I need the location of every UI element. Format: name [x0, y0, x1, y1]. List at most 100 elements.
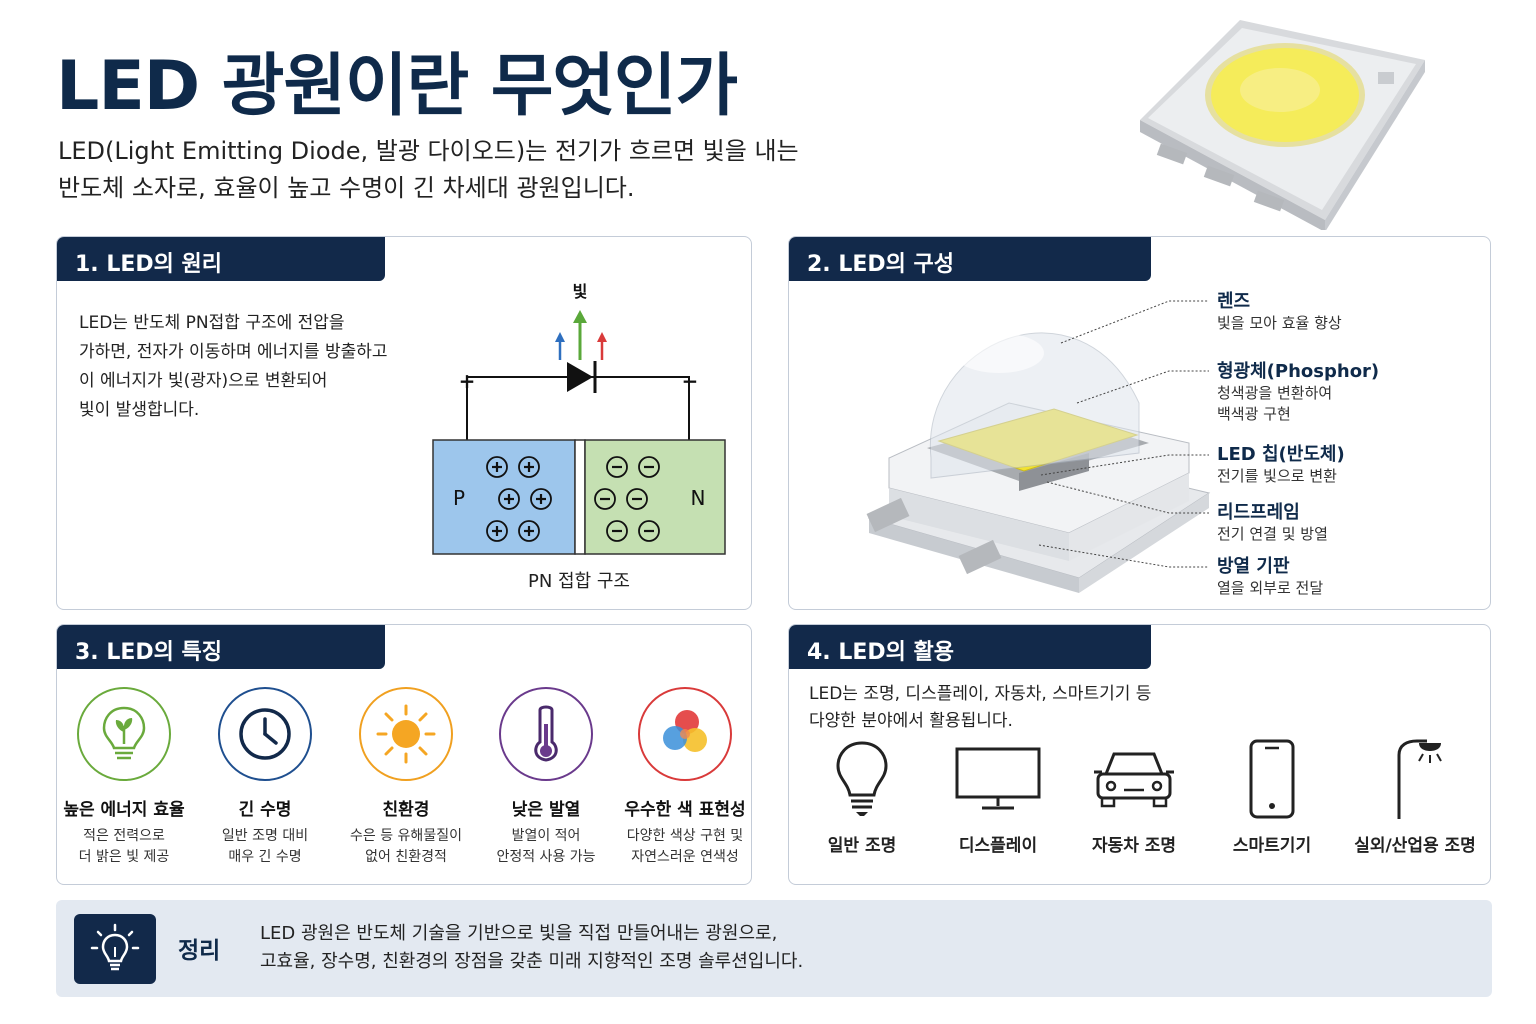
- feature-desc: 다양한 색상 구현 및 자연스러운 연색성: [615, 826, 751, 868]
- feature-title: 우수한 색 표현성: [624, 800, 746, 820]
- principle-text-line: 빛이 발생합니다.: [79, 400, 200, 420]
- structure-heading: 2. LED의 구성: [789, 237, 1151, 281]
- principle-heading: 1. LED의 원리: [57, 237, 385, 281]
- component-desc: 백색광 구현: [1217, 405, 1291, 423]
- app-automotive: 자동차 조명: [1069, 737, 1199, 856]
- summary-badge: [74, 914, 156, 984]
- smartphone-icon: [1249, 739, 1295, 819]
- app-display: 디스플레이: [933, 737, 1063, 856]
- app-general-lighting: 일반 조명: [797, 737, 927, 856]
- component-led-chip: LED 칩(반도체) 전기를 빛으로 변환: [1217, 440, 1345, 487]
- monitor-icon: [955, 747, 1041, 810]
- feature-lifespan: 긴 수명 일반 조명 대비 매우 긴 수명: [195, 687, 335, 868]
- features-heading: 3. LED의 특징: [57, 625, 385, 669]
- electron-minus-icon: [626, 488, 648, 510]
- street-light-icon: [1397, 739, 1442, 819]
- leader-lines: [1038, 300, 1209, 568]
- intro-line-2: 반도체 소자로, 효율이 높고 수명이 긴 차세대 광원입니다.: [58, 174, 635, 202]
- electron-minus-icon: [606, 520, 628, 542]
- electron-symbols: [594, 456, 660, 542]
- component-desc: 열을 외부로 전달: [1217, 579, 1324, 597]
- intro-line-1: LED(Light Emitting Diode, 발광 다이오드)는 전기가 …: [58, 137, 799, 165]
- principle-text-line: 이 에너지가 빛(광자)으로 변환되어: [79, 371, 328, 391]
- principle-text-line: 가하면, 전자가 이동하며 에너지를 방출하고: [79, 342, 388, 362]
- hole-plus-icon: [518, 456, 540, 478]
- app-outdoor-lighting: 실외/산업용 조명: [1345, 737, 1485, 856]
- feature-desc: 발열이 적어 안정적 사용 가능: [476, 826, 616, 868]
- hole-plus-icon: [486, 520, 508, 542]
- feature-desc-line: 수은 등 유해물질이: [350, 828, 462, 844]
- feature-desc: 수은 등 유해물질이 없어 친환경적: [336, 826, 476, 868]
- feature-eco-friendly: 친환경 수은 등 유해물질이 없어 친환경적: [336, 687, 476, 868]
- feature-desc-line: 발열이 적어: [511, 828, 581, 844]
- component-lens: 렌즈 빛을 모아 효율 향상: [1217, 287, 1342, 334]
- led-structure-illustration: [866, 332, 1211, 593]
- component-phosphor: 형광체(Phosphor) 청색광을 변환하여 백색광 구현: [1217, 357, 1379, 425]
- component-desc: 전기를 빛으로 변환: [1217, 467, 1337, 485]
- feature-desc-line: 매우 긴 수명: [228, 849, 302, 865]
- hole-symbols: [486, 456, 552, 542]
- app-label: 디스플레이: [958, 836, 1038, 856]
- feature-desc-line: 없어 친환경적: [365, 849, 447, 865]
- applications-panel: 4. LED의 활용 LED는 조명, 디스플레이, 자동차, 스마트기기 등 …: [788, 624, 1491, 885]
- light-label: 빛: [573, 282, 588, 301]
- feature-desc-line: 적은 전력으로: [83, 828, 165, 844]
- component-name: 렌즈: [1217, 291, 1251, 312]
- applications-text-line: LED는 조명, 디스플레이, 자동차, 스마트기기 등: [809, 684, 1152, 704]
- lightbulb-icon: [836, 741, 888, 816]
- feature-desc-line: 자연스러운 연색성: [631, 849, 739, 865]
- feature-desc-line: 안정적 사용 가능: [496, 849, 596, 865]
- app-smart-devices: 스마트기기: [1207, 737, 1337, 856]
- feature-title: 높은 에너지 효율: [63, 800, 185, 820]
- eco-bulb-icon: [102, 706, 146, 760]
- thermometer-icon: [534, 705, 558, 762]
- electron-minus-icon: [638, 520, 660, 542]
- diode-symbol-icon: [567, 361, 597, 393]
- feature-title: 낮은 발열: [511, 800, 581, 820]
- feature-desc-line: 다양한 색상 구현 및: [626, 828, 744, 844]
- component-name: 리드프레임: [1217, 502, 1300, 523]
- electron-minus-icon: [638, 456, 660, 478]
- feature-efficiency: 높은 에너지 효율 적은 전력으로 더 밝은 빛 제공: [57, 687, 194, 868]
- app-label: 실외/산업용 조명: [1354, 836, 1476, 856]
- applications-heading: 4. LED의 활용: [789, 625, 1151, 669]
- feature-desc: 일반 조명 대비 매우 긴 수명: [195, 826, 335, 868]
- summary-line-1: LED 광원은 반도체 기술을 기반으로 빛을 직접 만들어내는 광원으로,: [260, 923, 778, 944]
- hole-plus-icon: [518, 520, 540, 542]
- feature-desc: 적은 전력으로 더 밝은 빛 제공: [57, 826, 194, 868]
- p-label: P: [453, 486, 465, 510]
- page-title: LED 광원이란 무엇인가: [56, 47, 738, 126]
- app-label: 일반 조명: [827, 836, 897, 856]
- principle-panel: 1. LED의 원리 LED는 반도체 PN접합 구조에 전압을 가하면, 전자…: [56, 236, 752, 610]
- principle-text-line: LED는 반도체 PN접합 구조에 전압을: [79, 313, 345, 333]
- electron-minus-icon: [606, 456, 628, 478]
- feature-title: 긴 수명: [238, 800, 292, 820]
- intro-text: LED(Light Emitting Diode, 발광 다이오드)는 전기가 …: [58, 133, 799, 207]
- pn-junction-diagram: 빛 + − P N PN 접합 구조: [432, 282, 726, 592]
- component-desc: 빛을 모아 효율 향상: [1217, 314, 1342, 332]
- component-heat-sink: 방열 기판 열을 외부로 전달: [1217, 552, 1323, 599]
- component-name: 형광체(Phosphor): [1217, 361, 1380, 382]
- n-label: N: [691, 486, 706, 510]
- summary-text: LED 광원은 반도체 기술을 기반으로 빛을 직접 만들어내는 광원으로, 고…: [260, 920, 803, 976]
- electron-minus-icon: [594, 488, 616, 510]
- component-name: 방열 기판: [1217, 556, 1290, 577]
- hole-plus-icon: [498, 488, 520, 510]
- hole-plus-icon: [530, 488, 552, 510]
- feature-color-rendering: 우수한 색 표현성 다양한 색상 구현 및 자연스러운 연색성: [615, 687, 751, 868]
- applications-text-line: 다양한 분야에서 활용됩니다.: [809, 711, 1013, 731]
- feature-low-heat: 낮은 발열 발열이 적어 안정적 사용 가능: [476, 687, 616, 868]
- light-arrows-icon: [555, 310, 607, 360]
- app-label: 자동차 조명: [1091, 836, 1177, 856]
- car-icon: [1094, 752, 1174, 808]
- idea-bulb-icon: [90, 923, 140, 971]
- color-wheel-icon: [663, 710, 707, 752]
- summary-line-2: 고효율, 장수명, 친환경의 장점을 갖춘 미래 지향적인 조명 솔루션입니다.: [260, 951, 804, 972]
- summary-box: 정리 LED 광원은 반도체 기술을 기반으로 빛을 직접 만들어내는 광원으로…: [56, 900, 1492, 997]
- pn-caption: PN 접합 구조: [528, 571, 630, 592]
- hole-plus-icon: [486, 456, 508, 478]
- sun-icon: [376, 704, 436, 764]
- structure-panel: 2. LED의 구성 렌즈 빛을 모아 효율 향상 형광체(Phosphor) …: [788, 236, 1491, 610]
- component-desc: 청색광을 변환하여: [1217, 384, 1333, 402]
- smd-led-illustration: [1140, 20, 1425, 230]
